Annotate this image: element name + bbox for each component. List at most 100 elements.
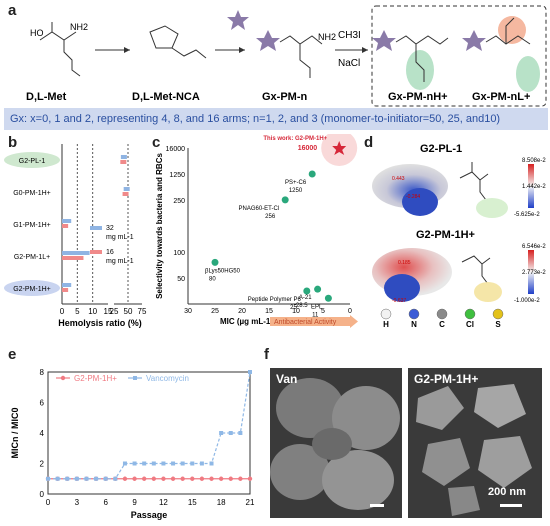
b-legend-unit: mg mL-1 (106, 258, 134, 265)
atom-swatch (464, 308, 476, 320)
esp-title-2: G2-PM-1H+ (416, 229, 475, 241)
b-bar (122, 192, 129, 196)
b-x-tick: 75 (138, 307, 147, 316)
e-point (218, 476, 224, 481)
atom-label: Cl (466, 320, 474, 329)
reagent-nacl: NaCl (338, 58, 360, 69)
e-point (228, 431, 233, 435)
esp-scale2-min: -1.000e-2 (514, 298, 540, 304)
e-series-line (48, 371, 251, 480)
e-legend-marker (133, 376, 137, 380)
c-x-tick: 10 (292, 308, 300, 315)
b-legend-label: 32 (106, 225, 114, 232)
b-bar (123, 187, 130, 191)
atom-swatch (408, 308, 420, 320)
e-point (219, 431, 224, 435)
panel-label-d: d (364, 134, 374, 151)
e-point (209, 461, 214, 466)
b-legend-label: 16 (106, 249, 114, 256)
gx-note-banner: Gx: x=0, 1 and 2, representing 4, 8, and… (4, 108, 548, 130)
e-legend-label: G2-PM-1H+ (74, 374, 117, 383)
b-category-label: G2-PL-1 (19, 158, 46, 165)
b-bar (62, 256, 84, 260)
sem-image-van: Van (270, 368, 402, 518)
e-point (141, 476, 147, 481)
e-point (238, 431, 243, 435)
e-point (199, 476, 205, 481)
e-point (199, 461, 204, 466)
compound-met: D,L-Met (26, 91, 67, 103)
e-x-tick: 15 (188, 498, 197, 507)
c-point-value: 1250 (289, 188, 303, 194)
e-point (132, 461, 137, 466)
c-x-tick: 5 (321, 308, 325, 315)
e-point (180, 476, 185, 481)
charge-1-1: -0.284 (406, 194, 420, 200)
esp-colorbar-2 (528, 250, 534, 294)
e-point (238, 476, 243, 481)
c-point-label: PNAG60-ET-Cl (239, 206, 280, 212)
e-x-tick: 21 (246, 498, 255, 507)
b-category-label: G1-PM-1H+ (13, 222, 51, 229)
product-h-core-icon (372, 30, 396, 51)
sem-image-g2pm: G2-PM-1H+ 200 nm (408, 368, 542, 518)
c-x-tick: 15 (265, 308, 273, 315)
c-point (324, 294, 332, 302)
c-point-label: PS+-C6 (285, 180, 307, 186)
e-point (248, 370, 252, 374)
e-point (228, 476, 233, 481)
b-category-label: G0-PM-1H+ (13, 190, 51, 197)
e-x-tick: 6 (103, 498, 108, 507)
b-x-tick: 5 (75, 307, 80, 316)
e-x-tick: 9 (132, 498, 137, 507)
e-point (46, 476, 50, 481)
c-point (314, 285, 322, 293)
panel-f: f Van G2-PM-1H+ 200 nm (262, 334, 550, 526)
c-x-tick: 25 (211, 308, 219, 315)
met-structure (39, 22, 81, 77)
reagent-ch3i: CH3I (338, 30, 361, 41)
c-y-tick: 50 (177, 276, 185, 283)
b-bar (62, 224, 69, 228)
atom-swatch (380, 308, 392, 320)
e-point (113, 476, 118, 481)
scale-bar-van (370, 504, 384, 507)
e-x-tick: 18 (217, 498, 226, 507)
c-point-label: βLys50HG50 (205, 268, 241, 274)
b-x-label: Hemolysis ratio (%) (58, 318, 142, 328)
c-y-tick: 100 (173, 250, 185, 257)
b-highlight (4, 152, 60, 168)
e-x-label: Passage (131, 510, 168, 520)
c-point-label: A-21 (299, 295, 312, 301)
e-point (84, 476, 89, 481)
e-point (142, 461, 147, 466)
e-point (122, 476, 128, 481)
e-x-tick: 3 (75, 498, 80, 507)
nh2-label-2: NH2 (318, 32, 336, 42)
c-arrow-label: Antibacterial Activity (274, 319, 337, 326)
sem-label-g2pm: G2-PM-1H+ (414, 372, 479, 386)
panel-label-c: c (152, 134, 161, 151)
nca-structure (149, 25, 207, 59)
esp-scale1-max: 8.508e-2 (522, 158, 546, 164)
e-point (180, 461, 185, 466)
c-point (281, 196, 289, 204)
panel-a: a HO NH2 D,L-Met D,L-Met-NCA NH2 Gx-PM-n… (0, 0, 550, 108)
b-category-label: G2-PM-1H+ (13, 286, 51, 293)
e-point (209, 476, 214, 481)
compound-nca: D,L-Met-NCA (132, 91, 200, 103)
c-arrow-head (350, 315, 358, 328)
esp-maps: G2-PL-1 8.508e-2 1.442e-2 -5.625e-2 0.44… (372, 143, 546, 329)
c-x-tick: 20 (238, 308, 246, 315)
atom-swatch (492, 308, 504, 320)
c-point (211, 258, 219, 266)
e-point (122, 461, 127, 466)
gx-core-icon (256, 30, 280, 51)
b-highlight (4, 280, 60, 296)
b-legend-swatch (90, 250, 102, 254)
e-y-tick: 6 (40, 399, 45, 408)
e-point (190, 461, 195, 466)
e-frame (47, 371, 251, 495)
c-y-tick: 250 (173, 198, 185, 205)
